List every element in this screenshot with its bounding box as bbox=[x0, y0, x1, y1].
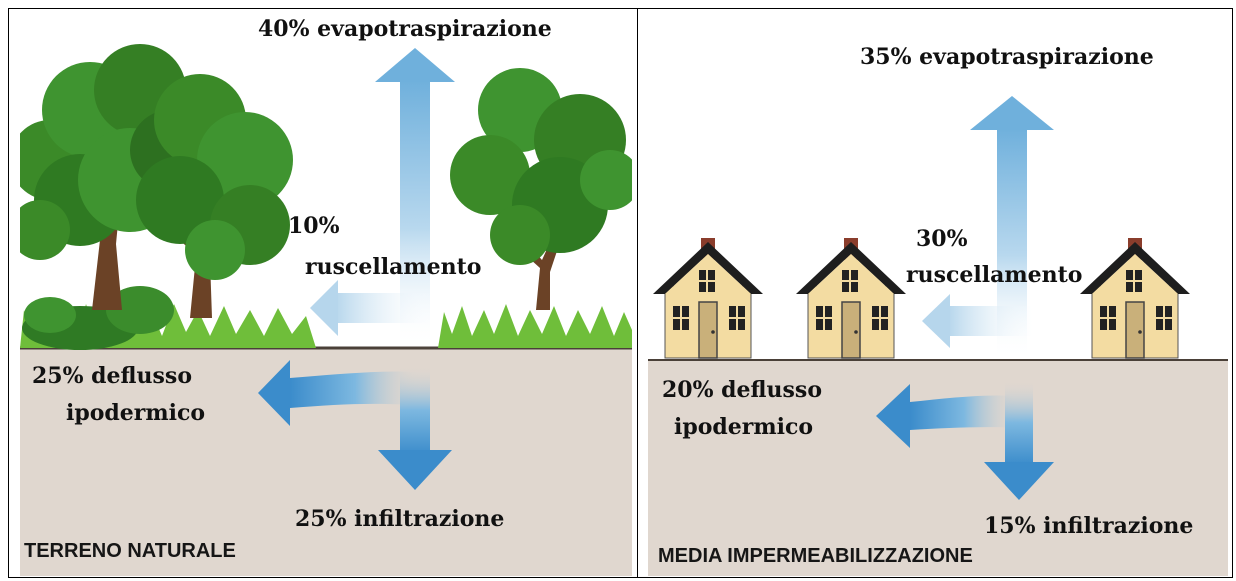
label-ruscellamento-pct: 30% bbox=[916, 226, 968, 252]
tree-right bbox=[450, 68, 632, 310]
label-evapotraspirazione: 35% evapotraspirazione bbox=[860, 44, 1154, 70]
panel-terreno-naturale: 40% evapotraspirazione 10% ruscellamento… bbox=[20, 10, 632, 576]
house-3 bbox=[1079, 237, 1191, 359]
label-deflusso-line2: ipodermico bbox=[66, 400, 206, 426]
urban-terrain-scene bbox=[648, 96, 1228, 576]
arrow-subsurface-flow bbox=[258, 360, 420, 426]
label-infiltrazione: 25% infiltrazione bbox=[295, 506, 505, 532]
arrow-infiltration bbox=[984, 380, 1054, 500]
panel-divider bbox=[637, 8, 638, 578]
label-deflusso-line2: ipodermico bbox=[674, 414, 814, 440]
natural-terrain-scene bbox=[20, 44, 632, 576]
arrow-runoff bbox=[922, 294, 1038, 348]
soil-layer bbox=[648, 360, 1228, 576]
label-evapotraspirazione: 40% evapotraspirazione bbox=[258, 16, 552, 42]
panel-title-left: TERRENO NATURALE bbox=[24, 540, 236, 562]
arrow-subsurface-flow bbox=[876, 384, 1018, 448]
label-ruscellamento-pct: 10% bbox=[288, 213, 340, 239]
label-deflusso-line1: 20% deflusso bbox=[662, 377, 822, 403]
house-1 bbox=[652, 237, 764, 359]
bush bbox=[22, 286, 174, 350]
arrow-infiltration bbox=[378, 365, 452, 490]
arrow-runoff bbox=[310, 280, 435, 336]
grass-right bbox=[438, 304, 632, 348]
panel-title-right: MEDIA IMPERMEABILIZZAZIONE bbox=[658, 545, 973, 567]
tree-middle bbox=[136, 74, 293, 318]
house-2 bbox=[795, 237, 907, 359]
label-deflusso-line1: 25% deflusso bbox=[32, 363, 192, 389]
label-infiltrazione: 15% infiltrazione bbox=[984, 513, 1194, 539]
panel-media-impermeabilizzazione: 35% evapotraspirazione 30% ruscellamento… bbox=[648, 10, 1228, 576]
label-ruscellamento: ruscellamento bbox=[305, 254, 482, 280]
label-ruscellamento: ruscellamento bbox=[906, 262, 1083, 288]
figure-frame bbox=[8, 8, 1233, 578]
